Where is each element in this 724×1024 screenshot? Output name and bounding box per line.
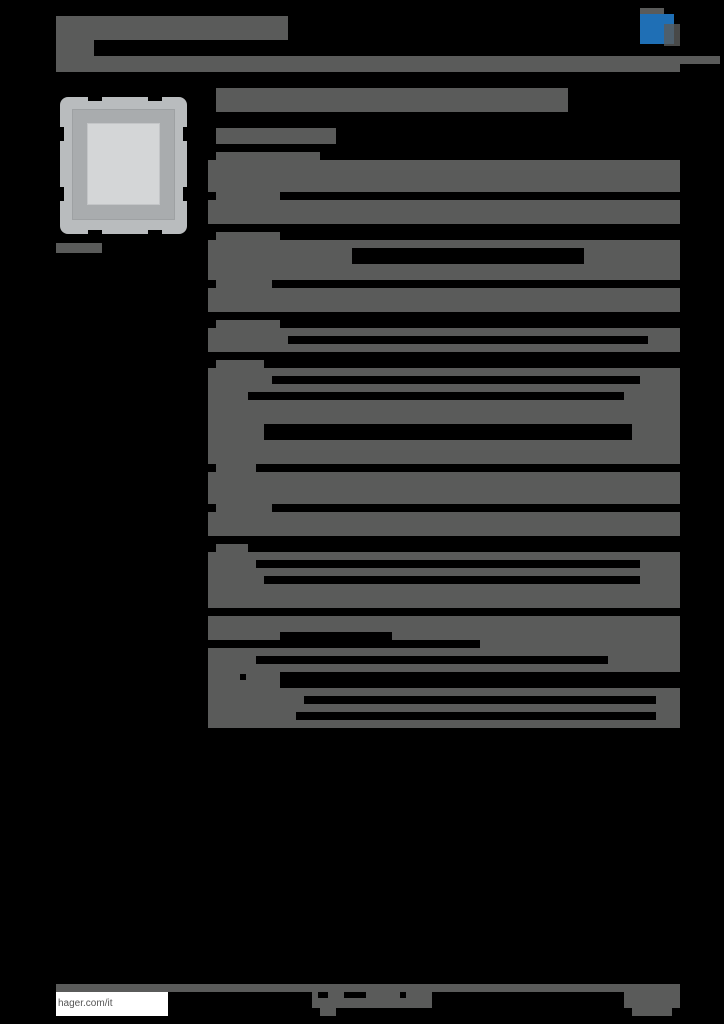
spec-section-label: [216, 504, 272, 514]
product-heading: [216, 88, 568, 112]
spec-section-label: [216, 320, 280, 330]
spec-section-label: [216, 464, 256, 474]
switch-rocker: [87, 123, 160, 205]
header-rule: [56, 56, 680, 72]
footer-page-marker: [320, 1008, 336, 1016]
website-link[interactable]: hager.com/it: [56, 992, 168, 1016]
product-image: [60, 97, 187, 234]
spec-row: [208, 288, 680, 312]
spec-row: [208, 160, 680, 192]
spec-row: [208, 440, 680, 464]
footer-rule: [56, 984, 680, 992]
spec-section-label: [216, 232, 280, 242]
spec-section-label: [216, 280, 272, 290]
spec-row: [208, 472, 680, 504]
spec-section-label: [216, 152, 320, 162]
spec-row: [208, 512, 680, 536]
spec-section-label: [216, 192, 280, 202]
spec-row: [208, 200, 680, 224]
footer-center-text: [312, 992, 432, 1008]
product-caption: [56, 243, 102, 253]
document-title: [56, 16, 288, 40]
product-subheading: [216, 128, 336, 144]
header-rule-extension: [670, 56, 720, 64]
footer-page-ref: [624, 984, 680, 1008]
